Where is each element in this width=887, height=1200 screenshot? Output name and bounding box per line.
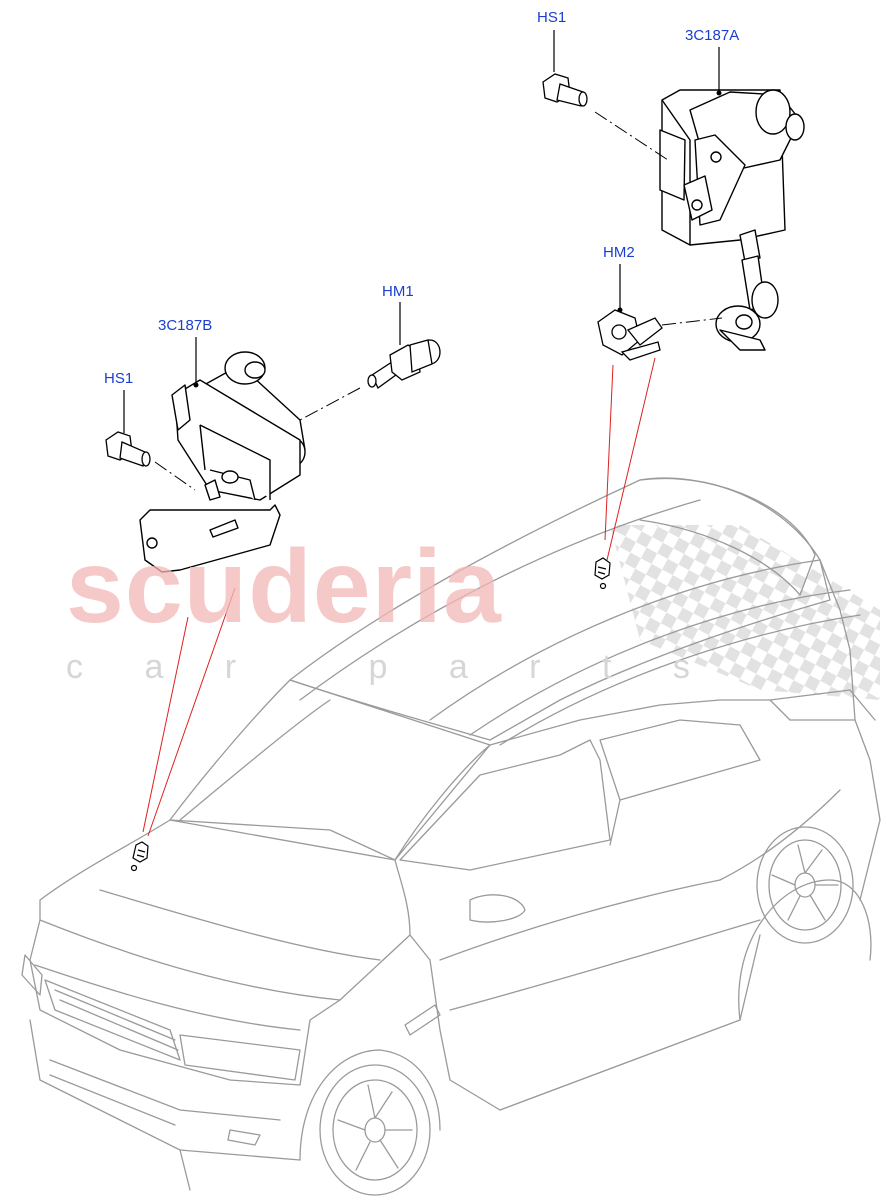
- callout-dots: [193, 90, 722, 388]
- hm2-nut-clip-icon: [597, 309, 663, 361]
- hm1-bolt-icon: [367, 339, 441, 389]
- watermark-tagline: c a r p a r t s: [66, 648, 716, 686]
- hs1-left-bolt-icon: [105, 431, 151, 467]
- leader-lines: [142, 357, 656, 837]
- callout-hm2: HM2: [603, 244, 635, 261]
- callout-3c187a: 3C187A: [685, 27, 740, 44]
- vehicle-outline: [21, 477, 881, 1196]
- callout-hs1-left: HS1: [104, 370, 134, 387]
- hs1-top-bolt-icon: [542, 73, 588, 107]
- callout-pointers: [123, 30, 720, 433]
- alignment-lines-front: [154, 387, 361, 491]
- callout-3c187b: 3C187B: [158, 317, 213, 334]
- watermark-brand: scuderia: [66, 529, 502, 645]
- front-sensor-location-icon: [130, 841, 149, 872]
- callout-hm1: HM1: [382, 283, 414, 300]
- watermark-checker-flag: [610, 525, 880, 700]
- callout-hs1-top: HS1: [537, 9, 567, 26]
- ride-height-sensor-3c187a: [659, 89, 805, 351]
- rear-sensor-location-icon: [594, 557, 611, 590]
- alignment-lines-rear: [594, 111, 723, 326]
- ride-height-sensor-3c187b: [139, 351, 306, 573]
